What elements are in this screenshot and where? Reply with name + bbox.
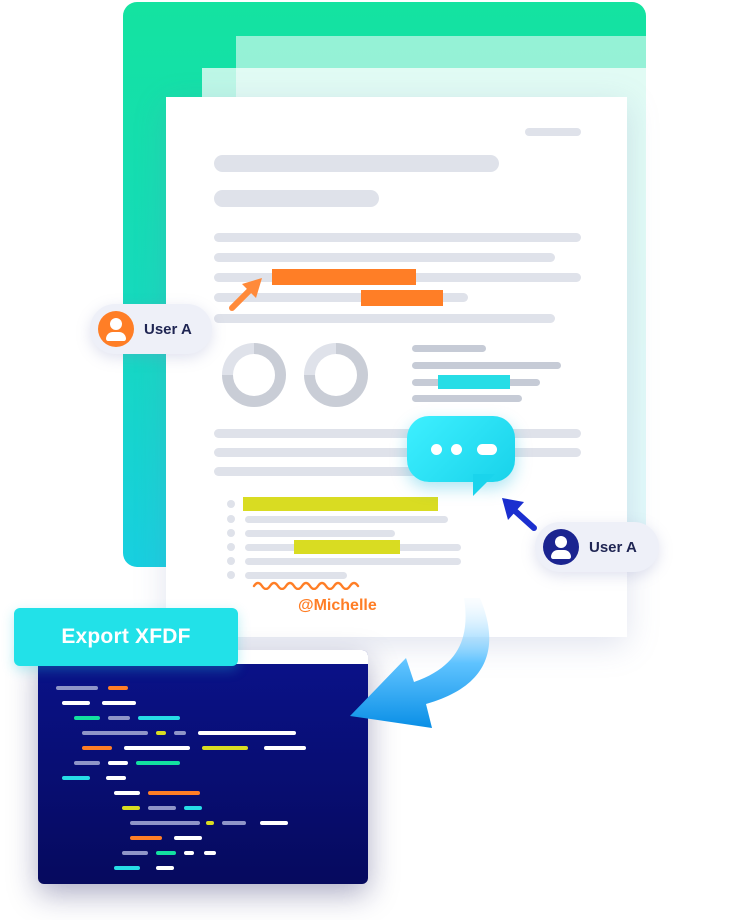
highlight-annotation[interactable] xyxy=(294,540,400,554)
text-line xyxy=(214,293,468,302)
document-title-line xyxy=(214,155,499,172)
highlight-annotation[interactable] xyxy=(438,375,510,389)
bullet-icon xyxy=(227,571,235,579)
user-tag-right[interactable]: User A xyxy=(535,522,659,572)
text-line xyxy=(214,467,494,476)
page-meta-line xyxy=(525,128,581,136)
xfdf-code-panel xyxy=(38,650,368,884)
text-line xyxy=(214,448,581,457)
bullet-icon xyxy=(227,500,235,508)
text-line xyxy=(214,314,555,323)
export-xfdf-button[interactable]: Export XFDF xyxy=(14,608,238,666)
text-line xyxy=(214,253,555,262)
bullet-icon xyxy=(227,543,235,551)
text-line xyxy=(214,233,581,242)
pointer-arrow-icon xyxy=(229,278,262,311)
chat-bubble-icon[interactable] xyxy=(407,416,515,496)
donut-chart-icon xyxy=(222,343,286,407)
text-line xyxy=(245,558,461,565)
user-icon xyxy=(543,529,579,565)
pointer-arrow-icon xyxy=(502,498,537,531)
user-icon xyxy=(98,311,134,347)
text-line xyxy=(245,572,347,579)
mention-text[interactable]: @Michelle xyxy=(298,597,377,614)
user-tag-left[interactable]: User A xyxy=(90,304,212,354)
text-line xyxy=(412,345,486,352)
user-name: User A xyxy=(589,538,637,556)
document-subtitle-line xyxy=(214,190,379,207)
highlight-annotation[interactable] xyxy=(361,290,443,306)
user-name: User A xyxy=(144,320,192,338)
text-line xyxy=(214,429,581,438)
bullet-icon xyxy=(227,557,235,565)
highlight-annotation[interactable] xyxy=(272,269,416,285)
highlight-annotation[interactable] xyxy=(243,497,438,511)
bullet-icon xyxy=(227,515,235,523)
bullet-icon xyxy=(227,529,235,537)
text-line xyxy=(245,516,448,523)
curved-arrow-icon xyxy=(350,598,490,728)
donut-chart-icon xyxy=(304,343,368,407)
squiggly-underline-icon[interactable] xyxy=(252,578,362,590)
text-line xyxy=(412,362,561,369)
text-line xyxy=(245,530,395,537)
text-line xyxy=(412,395,522,402)
